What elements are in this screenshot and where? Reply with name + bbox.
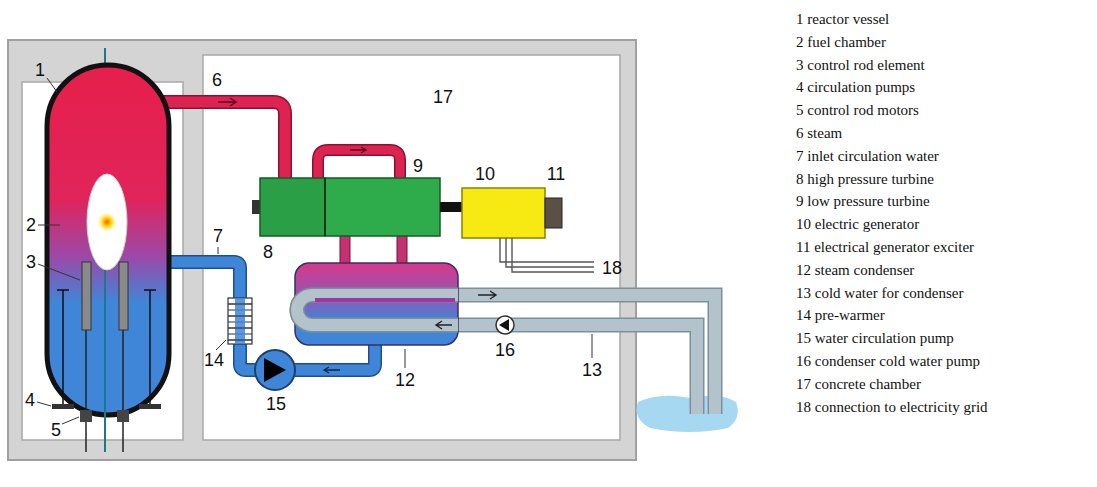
callout-number: 15 [266, 394, 286, 414]
condenser-tube [315, 298, 455, 302]
key-entry: 7 inlet circulation water [796, 147, 939, 165]
water-body [637, 396, 738, 432]
cooling-pump [496, 316, 514, 334]
exhaust-pipe [397, 234, 407, 264]
generator-shaft [440, 202, 462, 212]
concrete-chamber [203, 55, 620, 440]
callout-number: 7 [213, 226, 223, 246]
key-entry: 18 connection to electricity grid [796, 398, 988, 416]
key-entry: 8 high pressure turbine [796, 170, 934, 188]
control-rods [82, 262, 128, 452]
key-entry: 12 steam condenser [796, 261, 914, 279]
callout-number: 16 [495, 340, 515, 360]
callout-number: 9 [413, 156, 423, 176]
cooling-pipe-outline [297, 295, 458, 325]
callout-number: 13 [582, 360, 602, 380]
low-pressure-turbine [325, 178, 440, 236]
turbine-divider [324, 178, 326, 236]
pre-warmer [228, 298, 252, 344]
callout-number: 11 [547, 164, 566, 184]
crossover-pipe [318, 150, 400, 182]
callout-number: 5 [51, 420, 61, 440]
callout-number: 4 [25, 390, 35, 410]
callout-number: 18 [602, 258, 622, 278]
key-entry: 15 water circulation pump [796, 329, 954, 347]
callout-number: 2 [26, 215, 36, 235]
key-entry: 2 fuel chamber [796, 33, 886, 51]
key-entry: 16 condenser cold water pump [796, 352, 980, 370]
key-entry: 13 cold water for condenser [796, 284, 963, 302]
key-entry: 10 electric generator [796, 215, 919, 233]
callout-number: 14 [204, 350, 224, 370]
circulation-pumps [52, 290, 161, 409]
key-entry: 14 pre-warmer [796, 306, 885, 324]
control-rod-motors [80, 410, 129, 422]
flow-arrow [324, 367, 340, 373]
callout-number: 3 [26, 252, 36, 272]
exhaust-pipe [340, 234, 350, 264]
callout-number: 12 [395, 370, 415, 390]
callout-number: 1 [35, 60, 45, 80]
flow-arrow [350, 147, 366, 153]
electric-generator [462, 188, 545, 238]
callout-number: 6 [212, 70, 222, 90]
centre-shaft [104, 270, 106, 452]
generator-exciter [545, 198, 562, 228]
key-entry: 17 concrete chamber [796, 375, 921, 393]
key-entry: 9 low pressure turbine [796, 192, 930, 210]
leader-lines [37, 78, 592, 424]
key-entry: 4 circulation pumps [796, 78, 915, 96]
callout-number: 8 [263, 242, 273, 262]
high-pressure-turbine [260, 178, 325, 236]
fuel-chamber [87, 174, 127, 270]
cooling-pipe [297, 295, 458, 325]
crossover-pipe-outline [318, 150, 400, 182]
steam-condenser [295, 263, 458, 345]
key-entry: 5 control rod motors [796, 101, 919, 119]
reactor-vessel [47, 65, 169, 415]
key-entry: 1 reactor vessel [796, 10, 889, 28]
outer-building [8, 40, 636, 460]
fuel-core [96, 211, 118, 233]
key-entry: 11 electrical generator exciter [796, 238, 974, 256]
flow-arrow [436, 321, 452, 329]
flow-arrow [478, 291, 496, 299]
water-pump [255, 350, 295, 390]
callout-number: 10 [475, 164, 495, 184]
callout-number: 17 [433, 87, 453, 107]
flow-arrow [218, 98, 236, 106]
key-entry: 3 control rod element [796, 56, 925, 74]
grid-wires [500, 238, 594, 272]
key-entry: 6 steam [796, 124, 842, 142]
